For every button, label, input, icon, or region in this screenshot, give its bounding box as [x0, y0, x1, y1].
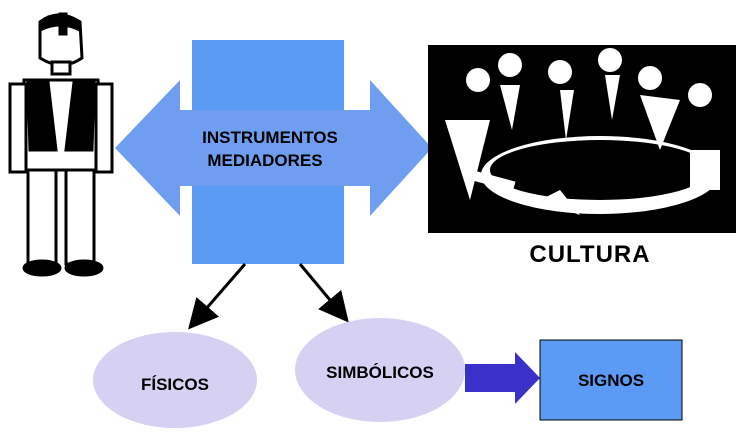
signos-label: SIGNOS [578, 371, 644, 390]
center-label-line1: INSTRUMENTOS [202, 128, 338, 147]
person-figure-icon [8, 12, 114, 277]
instrumentos-mediadores-node: INSTRUMENTOS MEDIADORES [115, 40, 432, 264]
meeting-group-icon [428, 45, 736, 233]
center-label-line2: MEDIADORES [207, 151, 322, 170]
double-arrow-overlay [192, 110, 344, 186]
fisicos-node [93, 332, 257, 428]
simbolicos-node [295, 318, 465, 422]
fisicos-label: FÍSICOS [141, 375, 209, 394]
arrow-to-fisicos [188, 263, 247, 330]
signos-node [539, 339, 683, 421]
arrow-to-simbolicos [298, 263, 349, 323]
culture-label: CULTURA [529, 241, 650, 268]
arrow-to-signos [465, 352, 540, 404]
simbolicos-label: SIMBÓLICOS [326, 363, 434, 382]
